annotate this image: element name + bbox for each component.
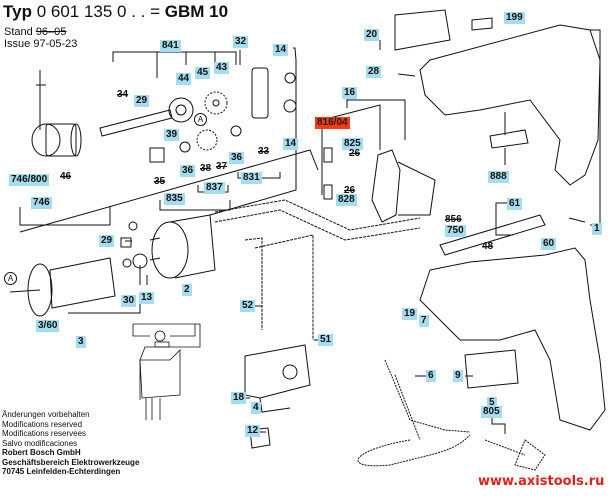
obsolete-part-35: 35 (154, 176, 166, 187)
part-label-60: 60 (541, 238, 557, 250)
part-label-835: 835 (164, 193, 185, 205)
part-label-14-top: 14 (273, 44, 289, 56)
part-label-7: 7 (419, 315, 429, 327)
part-label-805: 805 (481, 406, 502, 418)
part-label-828: 828 (336, 194, 357, 206)
note-line-7: 70745 Leinfelden-Echterdingen (2, 467, 121, 476)
obsolete-part-856: 856 (445, 214, 462, 225)
part-label-6: 6 (426, 370, 436, 382)
gear-drawing (149, 67, 297, 163)
part-label-199: 199 (504, 12, 525, 24)
part-label-746: 746 (31, 197, 52, 209)
obsolete-part-46: 46 (60, 171, 72, 182)
obsolete-part-38: 38 (200, 163, 212, 174)
part-label-28: 28 (366, 66, 382, 78)
part-label-19: 19 (402, 308, 418, 320)
note-line-1: Änderungen vorbehalten (2, 410, 90, 419)
part-label-2: 2 (182, 284, 192, 296)
model-header: Typ 0 601 135 0 . . = GBM 10 (3, 2, 228, 22)
part-label-39: 39 (164, 129, 180, 141)
part-label-16: 16 (342, 87, 358, 99)
stand-label: Stand (4, 26, 33, 38)
brush-holder-drawing (321, 104, 436, 223)
part-label-32: 32 (233, 36, 249, 48)
part-label-13: 13 (139, 292, 155, 304)
part-label-3: 3 (76, 336, 86, 348)
obsolete-part-37: 37 (216, 161, 228, 172)
part-label-831: 831 (241, 172, 262, 184)
typ-prefix: Typ (3, 2, 32, 21)
part-label-51: 51 (318, 334, 334, 346)
part-label-61: 61 (507, 198, 523, 210)
part-label-825: 825 (342, 138, 363, 150)
obsolete-part-48: 48 (482, 241, 494, 252)
marker-a-gear: A (194, 113, 207, 126)
stand-line: Stand 96–05 (4, 26, 66, 38)
housing-rear-drawing (394, 9, 601, 226)
part-label-750: 750 (445, 225, 466, 237)
part-label-29-top: 29 (134, 95, 150, 107)
leader-frame-upper (19, 149, 319, 233)
part-label-12: 12 (245, 425, 261, 437)
part-label-18: 18 (231, 392, 247, 404)
part-label-841: 841 (160, 40, 181, 52)
note-line-6: Geschäftsbereich Elektrowerkzeuge (2, 457, 140, 467)
issue-line: Issue 97-05-23 (4, 38, 77, 50)
part-label-816-04-highlighted: 816/04 (315, 117, 350, 129)
part-label-5: 5 (487, 397, 497, 409)
legal-notes: Änderungen vorbehalten Modifications res… (2, 410, 139, 477)
part-label-36-right: 36 (229, 152, 245, 164)
watermark-url[interactable]: www.axistools.ru (478, 474, 605, 489)
circuit-schematic (132, 323, 201, 420)
obsolete-part-34: 34 (117, 89, 129, 100)
part-label-14-bottom: 14 (283, 138, 299, 150)
part-label-4: 4 (251, 402, 261, 414)
obsolete-part-26-lower: 26 (344, 185, 356, 196)
model-name: GBM 10 (164, 2, 229, 21)
note-line-3: Modifications reservees (2, 429, 87, 438)
leader-frame-box (209, 60, 297, 216)
marker-a-armature: A (4, 272, 17, 285)
part-label-43: 43 (214, 62, 230, 74)
issue-label: Issue (4, 38, 31, 50)
stand-value: 96–05 (35, 26, 67, 38)
part-label-837: 837 (204, 182, 225, 194)
chuck-drawing (31, 70, 173, 157)
switch-drawing (244, 344, 311, 449)
part-label-52: 52 (240, 300, 256, 312)
part-label-9: 9 (453, 370, 463, 382)
part-label-30: 30 (121, 295, 137, 307)
note-line-5: Robert Bosch GmbH (2, 448, 81, 457)
part-label-45: 45 (195, 67, 211, 79)
part-label-1: 1 (592, 223, 602, 235)
obsolete-part-26-upper: 26 (349, 148, 361, 159)
part-label-746-800: 746/800 (9, 174, 50, 186)
part-label-36-left: 36 (180, 165, 196, 177)
part-label-3-60: 3/60 (36, 320, 60, 332)
housing-front-drawing (419, 214, 606, 431)
obsolete-part-33: 33 (258, 146, 270, 157)
issue-value: 97-05-23 (33, 38, 78, 50)
part-label-29-bottom: 29 (99, 235, 115, 247)
wires-drawing (214, 199, 421, 340)
note-line-2: Modifications reserved (2, 419, 83, 429)
power-cord-drawing (357, 359, 546, 471)
typ-number: 0 601 135 0 . . = (36, 2, 161, 21)
note-line-4: Salvo modificaciones (2, 438, 78, 448)
part-label-888: 888 (488, 171, 509, 183)
part-label-20: 20 (364, 29, 380, 41)
part-label-44: 44 (176, 73, 192, 85)
motor-drawing (9, 214, 216, 317)
